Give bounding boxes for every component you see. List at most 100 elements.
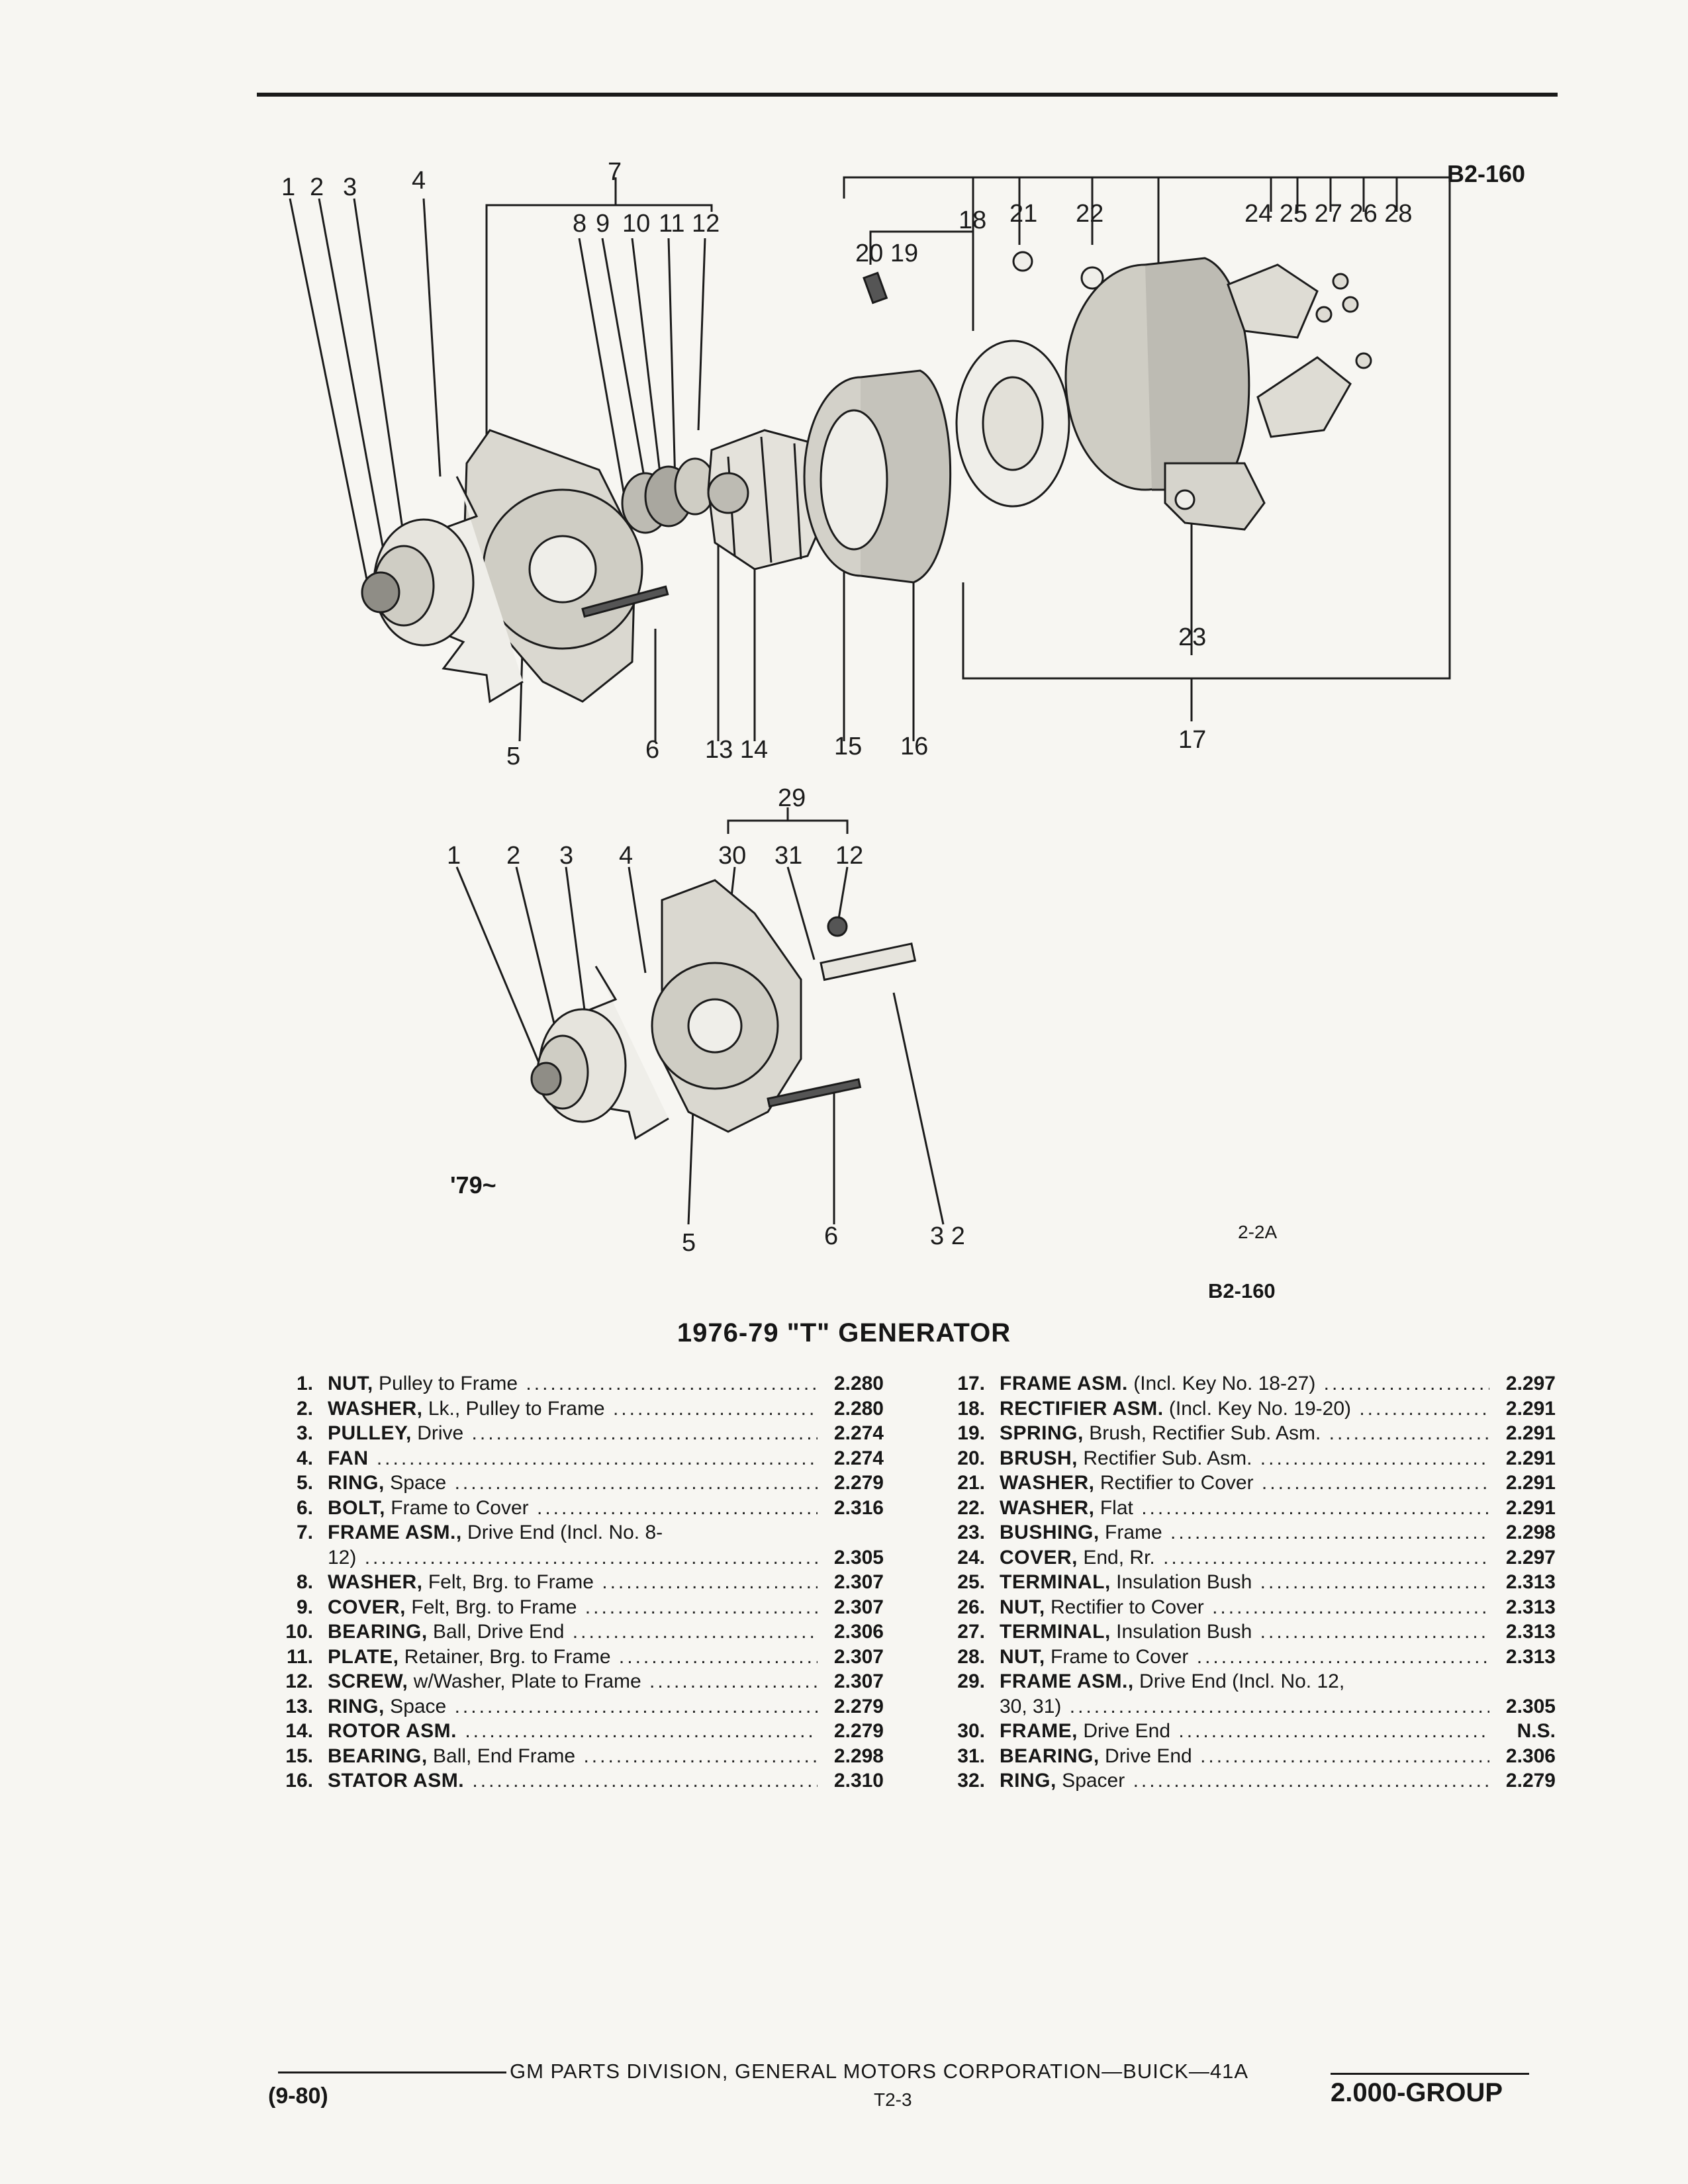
callout-6b: 6 <box>824 1222 838 1250</box>
figure-code: 2-2A <box>1238 1222 1278 1242</box>
part-group-number: 2.306 <box>1505 1745 1556 1767</box>
part-description: ROTOR ASM. .............................… <box>328 1719 818 1744</box>
part-number: 26. <box>957 1596 985 1618</box>
part-group-number: 2.310 <box>833 1770 884 1792</box>
part-number: 6. <box>296 1496 313 1519</box>
part-name: NUT, <box>1000 1645 1045 1668</box>
part-row: 32.RING, Spacer ........................… <box>940 1768 1556 1794</box>
callout-7: 7 <box>608 158 622 186</box>
figure-ref-lower: B2-160 <box>1208 1279 1276 1302</box>
part-detail: Drive End <box>1078 1720 1171 1742</box>
leader-dots: ........................................… <box>465 1720 818 1742</box>
part-description: NUT, Rectifier to Cover ................… <box>1000 1595 1489 1620</box>
part-number: 9. <box>296 1596 313 1618</box>
part-detail: Insulation Bush <box>1110 1621 1252 1643</box>
part-name: STATOR ASM. <box>328 1770 465 1792</box>
part-group-number: 2.313 <box>1505 1645 1556 1668</box>
part-group-number: 2.291 <box>1505 1447 1556 1469</box>
part-name: COVER, <box>328 1596 406 1618</box>
part-row: 16.STATOR ASM. .........................… <box>268 1768 884 1794</box>
stator-assembly <box>803 369 952 584</box>
part-detail: Ball, End Frame <box>427 1745 576 1767</box>
part-description: RING, Spacer ...........................… <box>1000 1768 1489 1794</box>
part-row: 11.PLATE, Retainer, Brg. to Frame ......… <box>268 1645 884 1670</box>
part-group-number: 2.279 <box>833 1695 884 1717</box>
part-detail: w/Washer, Plate to Frame <box>408 1670 641 1692</box>
part-row: 2.WASHER, Lk., Pulley to Frame .........… <box>268 1396 884 1422</box>
part-description: WASHER, Felt, Brg. to Frame ............… <box>328 1570 818 1595</box>
leader-dots: ........................................… <box>1141 1496 1489 1519</box>
callout-3: 3 <box>343 173 357 201</box>
part-name: WASHER, <box>328 1571 423 1593</box>
part-number: 29. <box>957 1670 985 1692</box>
exploded-diagram-top: 1 2 3 4 7 8 9 10 11 12 18 21 22 20 19 24… <box>281 158 1451 770</box>
callout-17: 17 <box>1178 726 1206 754</box>
callout-10: 10 <box>622 210 650 238</box>
part-name: FRAME ASM. <box>1000 1373 1128 1394</box>
drive-end-assembly <box>361 429 716 704</box>
part-group-number: 2.279 <box>833 1472 884 1494</box>
leader-dots: ........................................… <box>1359 1397 1489 1420</box>
part-row: 3.PULLEY, Drive ........................… <box>268 1421 884 1446</box>
callout-18: 18 <box>959 206 986 234</box>
part-number: 25. <box>957 1571 985 1593</box>
callout-2: 2 <box>310 173 324 201</box>
part-number: 28. <box>957 1645 985 1668</box>
part-group-number: 2.297 <box>1505 1546 1556 1569</box>
part-name: RECTIFIER ASM. <box>1000 1397 1164 1420</box>
part-group-number: 2.307 <box>833 1571 884 1593</box>
part-group-number: 2.305 <box>1505 1695 1556 1717</box>
parts-list-right: 17.FRAME ASM. (Incl. Key No. 18-27) ....… <box>940 1371 1556 1794</box>
part-detail: 12) <box>328 1546 357 1569</box>
part-number: 31. <box>957 1745 985 1767</box>
part-row: 12.SCREW, w/Washer, Plate to Frame .....… <box>268 1669 884 1694</box>
part-row: 26. NUT, Rectifier to Cover .............… <box>940 1595 1556 1620</box>
callout-1: 1 <box>281 173 295 201</box>
leader-dots: ........................................… <box>1170 1522 1489 1543</box>
callout-23: 23 <box>1178 623 1206 651</box>
leader-dots: ........................................… <box>1323 1373 1489 1394</box>
part-description: WASHER, Flat ...........................… <box>1000 1496 1489 1521</box>
callout-30: 30 <box>718 842 746 870</box>
part-group-number: 2.274 <box>833 1422 884 1444</box>
part-row: 25.TERMINAL, Insulation Bush ...........… <box>940 1570 1556 1595</box>
leader-dots: ........................................… <box>1196 1645 1489 1668</box>
leader-dots: ........................................… <box>1260 1621 1489 1643</box>
part-group-number: 2.291 <box>1505 1472 1556 1494</box>
part-name: FRAME, <box>1000 1720 1078 1742</box>
part-description: BUSHING, Frame .........................… <box>1000 1520 1489 1545</box>
callout-5: 5 <box>506 743 520 770</box>
part-description: RECTIFIER ASM. (Incl. Key No. 19-20) ...… <box>1000 1396 1489 1422</box>
callout-4: 4 <box>412 167 426 195</box>
part-name: FRAME ASM., <box>328 1522 462 1543</box>
part-description: BEARING, Ball, Drive End ...............… <box>328 1619 818 1645</box>
part-row: 30.FRAME, Drive End ....................… <box>940 1719 1556 1744</box>
part-row: 24. COVER, End, Rr. .....................… <box>940 1545 1556 1570</box>
callout-11: 11 <box>659 210 684 238</box>
part-detail: Drive End (Incl. No. 8- <box>461 1522 663 1543</box>
part-number: 8. <box>296 1571 313 1593</box>
part-detail: Flat <box>1094 1496 1133 1519</box>
part-number: 18. <box>957 1397 985 1420</box>
leader-dots: ........................................… <box>376 1447 818 1469</box>
part-name: BUSHING, <box>1000 1522 1100 1543</box>
leader-dots: ........................................… <box>454 1472 818 1494</box>
leader-dots: ........................................… <box>1260 1571 1489 1593</box>
part-row: 20.BRUSH, Rectifier Sub. Asm. ..........… <box>940 1446 1556 1471</box>
part-name: FRAME ASM., <box>1000 1670 1134 1692</box>
part-row: 15.BEARING, Ball, End Frame ............… <box>268 1744 884 1769</box>
part-detail: Lk., Pulley to Frame <box>422 1397 605 1420</box>
part-number: 24. <box>957 1546 985 1569</box>
part-row: 8. WASHER, Felt, Brg. to Frame ..........… <box>268 1570 884 1595</box>
part-group-number: 2.313 <box>1505 1621 1556 1643</box>
part-description: PLATE, Retainer, Brg. to Frame .........… <box>328 1645 818 1670</box>
part-description: FRAME, Drive End .......................… <box>1000 1719 1489 1744</box>
part-description: FAN ....................................… <box>328 1446 818 1471</box>
part-description: COVER, End, Rr. ........................… <box>1000 1545 1489 1570</box>
part-group-number: 2.298 <box>1505 1522 1556 1543</box>
header-rule <box>257 93 1558 97</box>
callout-3b: 3 <box>559 842 573 870</box>
part-number: 7. <box>296 1522 313 1543</box>
part-name: TERMINAL, <box>1000 1621 1111 1643</box>
parts-list-left: 1.NUT, Pulley to Frame .................… <box>268 1371 884 1794</box>
